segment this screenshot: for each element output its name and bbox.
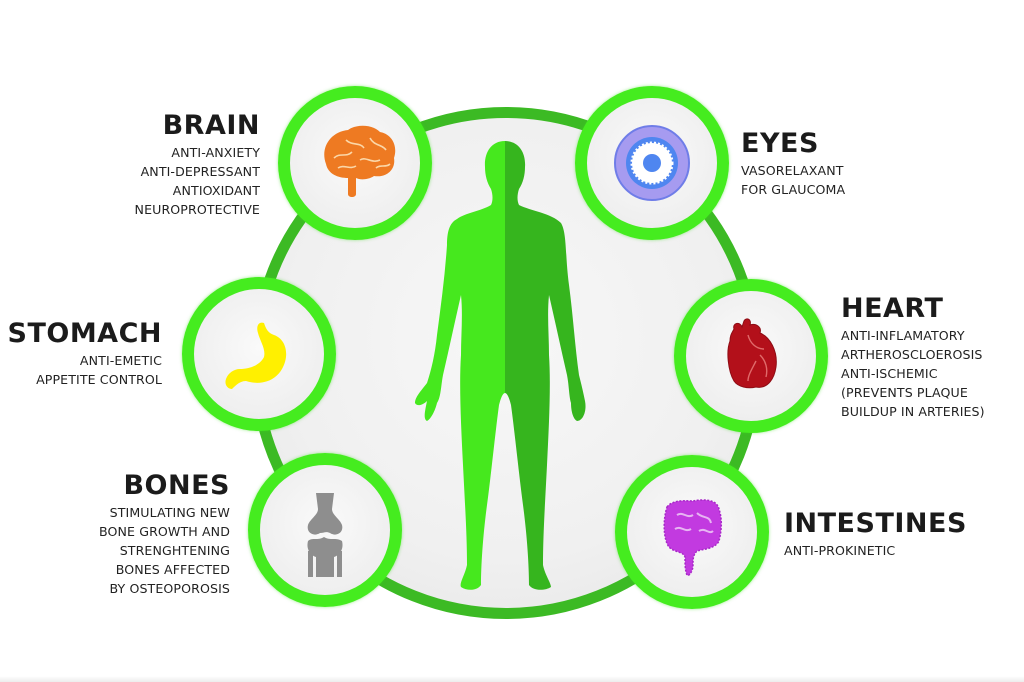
- intestines-title: INTESTINES: [784, 508, 967, 539]
- brain-benefit: ANTIOXIDANT: [172, 183, 260, 198]
- stomach-title: STOMACH: [7, 318, 162, 349]
- stomach-benefit: ANTI-EMETIC: [79, 353, 162, 368]
- brain-benefit: NEUROPROTECTIVE: [134, 202, 260, 217]
- bones-benefit: STIMULATING NEW: [109, 505, 230, 520]
- brain-label: BRAIN ANTI-ANXIETY ANTI-DEPRESSANT ANTIO…: [135, 112, 260, 219]
- eyes-benefit: VASORELAXANT: [741, 163, 844, 178]
- heart-ring: [674, 279, 828, 433]
- heart-benefit: BUILDUP IN ARTERIES): [841, 404, 985, 419]
- stomach-icon: [225, 322, 287, 389]
- bones-benefit: BONES AFFECTED: [115, 562, 230, 577]
- heart-benefit: ARTHEROSCLOEROSIS: [841, 347, 983, 362]
- brain-benefit: ANTI-DEPRESSANT: [140, 164, 260, 179]
- heart-title: HEART: [841, 293, 944, 324]
- brain-ring: [278, 86, 432, 240]
- brain-icon: [324, 125, 396, 197]
- bones-title: BONES: [123, 470, 230, 501]
- stomach-ring: [182, 277, 336, 431]
- eyes-benefit: FOR GLAUCOMA: [741, 182, 846, 197]
- intestines-benefit: ANTI-PROKINETIC: [784, 543, 896, 558]
- intestines-label: INTESTINES ANTI-PROKINETIC: [784, 510, 967, 560]
- human-body-icon: [415, 141, 586, 590]
- intestines-icon: [663, 499, 723, 577]
- stomach-label: STOMACH ANTI-EMETIC APPETITE CONTROL: [8, 320, 163, 389]
- eyes-label: EYES VASORELAXANT FOR GLAUCOMA: [741, 130, 845, 199]
- bones-ring: [248, 453, 402, 607]
- bones-benefit: BONE GROWTH AND: [99, 524, 230, 539]
- bones-label: BONES STIMULATING NEW BONE GROWTH AND ST…: [99, 472, 230, 598]
- bones-benefit: STRENGHTENING: [119, 543, 230, 558]
- brain-benefit: ANTI-ANXIETY: [171, 145, 260, 160]
- heart-benefit: (PREVENTS PLAQUE: [841, 385, 968, 400]
- intestines-ring: [615, 455, 769, 609]
- heart-icon: [727, 318, 777, 389]
- heart-benefit: ANTI-INFLAMATORY: [841, 328, 965, 343]
- eyes-ring: [575, 86, 729, 240]
- bones-benefit: BY OSTEOPOROSIS: [109, 581, 230, 596]
- eye-icon: [614, 125, 690, 201]
- brain-title: BRAIN: [162, 110, 260, 141]
- bottom-strip: [0, 676, 1024, 682]
- heart-benefit: ANTI-ISCHEMIC: [841, 366, 938, 381]
- stomach-benefit: APPETITE CONTROL: [36, 372, 162, 387]
- heart-label: HEART ANTI-INFLAMATORY ARTHEROSCLOEROSIS…: [841, 295, 985, 421]
- bone-joint-icon: [307, 493, 343, 577]
- eyes-title: EYES: [741, 128, 819, 159]
